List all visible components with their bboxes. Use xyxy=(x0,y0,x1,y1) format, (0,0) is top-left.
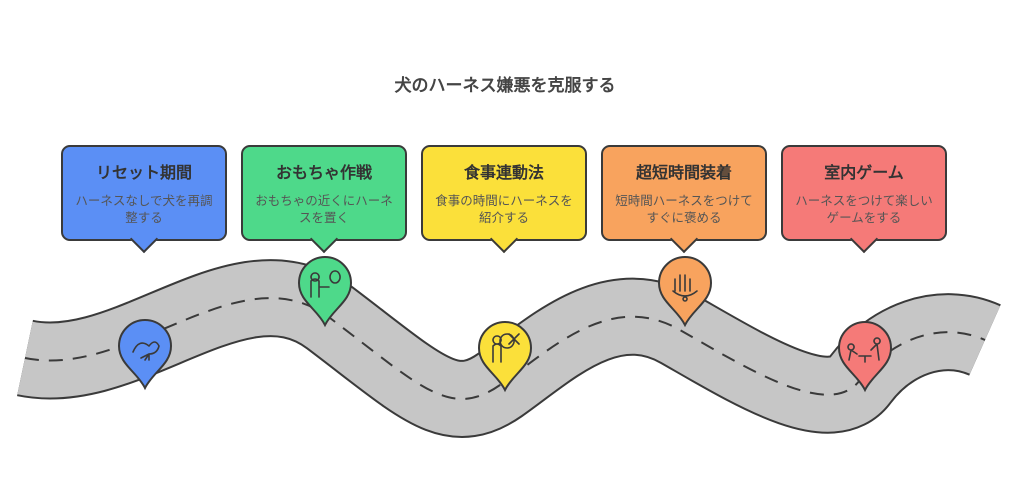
marker-short-wear xyxy=(657,256,713,328)
hand-praise-icon xyxy=(672,274,698,302)
step-description: 短時間ハーネスをつけてすぐに褒める xyxy=(615,193,753,225)
step-title: 超短時間装着 xyxy=(635,163,732,182)
step-card-indoor-game: 室内ゲーム ハーネスをつけて楽しいゲームをする xyxy=(781,145,947,254)
step-title: 食事連動法 xyxy=(463,163,544,182)
person-with-toy-icon xyxy=(310,270,341,298)
step-card-short-wear: 超短時間装着 短時間ハーネスをつけてすぐに褒める xyxy=(601,145,767,254)
step-title: リセット期間 xyxy=(95,163,192,182)
step-card-reset-period: リセット期間 ハーネスなしで犬を再調整する xyxy=(61,145,227,254)
step-description: ハーネスなしで犬を再調整する xyxy=(75,193,213,225)
map-pin xyxy=(477,321,533,393)
marker-reset-period xyxy=(117,319,173,391)
people-playing-icon xyxy=(847,337,881,363)
marker-indoor-game xyxy=(837,321,893,393)
marker-meal-link xyxy=(477,321,533,393)
marker-toy-strategy xyxy=(297,256,353,328)
step-description: ハーネスをつけて楽しいゲームをする xyxy=(795,193,933,225)
step-card-toy-strategy: おもちゃ作戦 おもちゃの近くにハーネスを置く xyxy=(241,145,407,254)
person-with-food-icon xyxy=(492,333,520,363)
diagram-title: 犬のハーネス嫌悪を克服する xyxy=(394,76,616,96)
step-title: おもちゃ作戦 xyxy=(275,163,372,182)
step-card-meal-link: 食事連動法 食事の時間にハーネスを紹介する xyxy=(421,145,587,254)
step-title: 室内ゲーム xyxy=(824,163,904,182)
step-description: おもちゃの近くにハーネスを置く xyxy=(255,193,393,225)
dog-relaxing-icon xyxy=(132,341,160,361)
step-description: 食事の時間にハーネスを紹介する xyxy=(435,193,573,225)
map-pin xyxy=(117,319,173,391)
